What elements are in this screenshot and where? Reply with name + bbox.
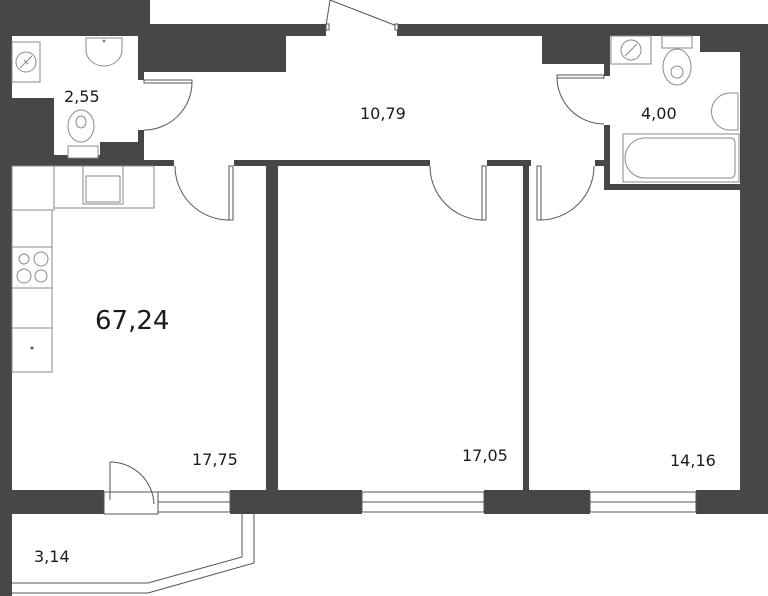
kitchen-counter	[11, 165, 155, 373]
fridge-icon	[30, 346, 34, 350]
bathtub-icon	[622, 133, 740, 183]
room-area-bathroom-large: 4,00	[641, 104, 677, 123]
room-area-bedroom-middle: 17,05	[462, 446, 508, 465]
toilet-icon	[661, 35, 693, 86]
sink-icon	[85, 37, 123, 67]
room-area-kitchen-living: 17,75	[192, 450, 238, 469]
balcony-door-opening	[103, 491, 159, 515]
washing-machine-icon	[11, 41, 41, 83]
washing-machine-icon	[610, 35, 652, 65]
room-area-bedroom-right: 14,16	[670, 451, 716, 470]
doors	[109, 0, 605, 505]
room-area-balcony: 3,14	[34, 547, 70, 566]
room-area-bathroom-small: 2,55	[64, 87, 100, 106]
stove-icon	[16, 251, 49, 284]
sink-icon	[711, 92, 739, 131]
windows	[103, 491, 697, 515]
room-area-hallway: 10,79	[360, 104, 406, 123]
total-area: 67,24	[95, 306, 170, 336]
balcony-outline	[12, 514, 255, 594]
sink-icon	[82, 165, 124, 205]
toilet-icon	[67, 109, 99, 159]
